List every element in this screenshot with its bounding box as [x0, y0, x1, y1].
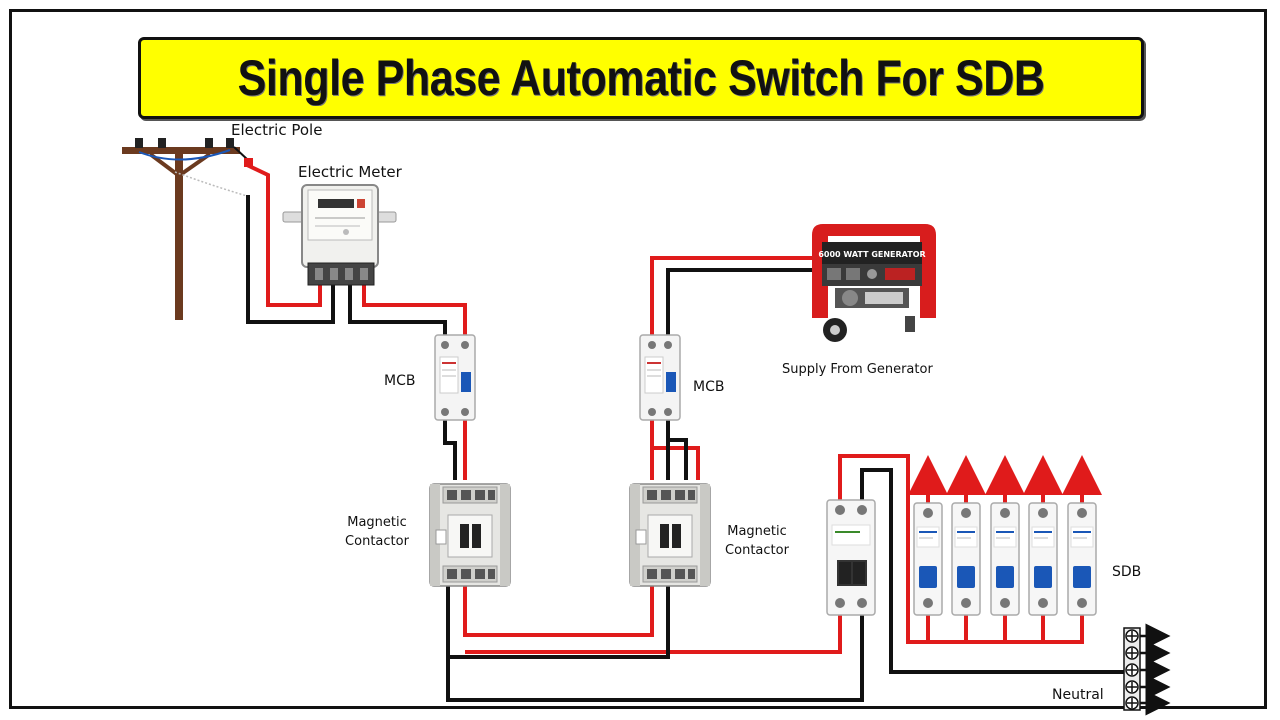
wires [246, 163, 1125, 702]
electric-pole-icon [122, 138, 253, 320]
sdb-mcb-icon [913, 502, 943, 616]
live-wire-contactors-to-dp-mcb [465, 603, 842, 654]
mcb-icon [434, 334, 476, 421]
magnetic-contactor-left-label: Magnetic Contactor [345, 515, 409, 549]
live-wire-pole-to-meter [246, 163, 322, 307]
magnetic-contactor-icon [429, 483, 511, 587]
electric-pole-label: Electric Pole [231, 121, 323, 139]
live-wire-generator-to-mcb [650, 256, 822, 345]
mcb-left-label: MCB [384, 373, 416, 389]
neutral-wire-contactors-join [446, 585, 670, 659]
sdb-output-arrows [908, 455, 1102, 505]
generator-icon: 6000 WATT GENERATOR [812, 224, 936, 342]
sdb-mcb-icon [1028, 502, 1058, 616]
double-pole-mcb-icon [826, 499, 876, 616]
magnetic-contactor-icon [629, 483, 711, 587]
sdb-label: SDB [1112, 564, 1142, 580]
live-wire-mcb-to-contactor-right-b [652, 446, 700, 480]
neutral-link-icon [1123, 623, 1171, 716]
supply-from-generator-label: Supply From Generator [782, 362, 933, 377]
neutral-wire-pole-to-meter [246, 195, 335, 324]
sdb-mcb-icon [990, 502, 1020, 616]
mcb-right-label: MCB [693, 379, 725, 395]
live-wire-meter-to-mcb [362, 282, 467, 345]
neutral-wire-mcb-to-contactor-left [443, 415, 457, 480]
neutral-label: Neutral [1052, 687, 1104, 703]
mcb-icon [639, 334, 681, 421]
live-wire-dp-mcb-to-sdb [838, 454, 1084, 644]
sdb-mcb-icon [951, 502, 981, 616]
neutral-wire-meter-to-mcb [348, 282, 447, 345]
sdb-breakers [913, 502, 1097, 616]
neutral-wire-generator-to-mcb [666, 268, 822, 345]
live-wire-contactor-left-out [463, 585, 654, 637]
electric-meter-icon [282, 184, 397, 286]
neutral-wire-mcb-to-contactor-right-b [668, 438, 688, 480]
neutral-wire-dp-mcb-to-neutral-link [860, 468, 1125, 674]
magnetic-contactor-right-label: Magnetic Contactor [725, 524, 789, 558]
electric-meter-label: Electric Meter [298, 163, 402, 181]
title-banner: Single Phase Automatic Switch For SDB [138, 37, 1144, 119]
outer-frame [9, 9, 1267, 709]
neutral-wire-contactors-to-dp-mcb [446, 603, 864, 702]
page-title: Single Phase Automatic Switch For SDB [237, 50, 1045, 106]
generator-panel-text: 6000 WATT GENERATOR [818, 250, 925, 259]
sdb-mcb-icon [1067, 502, 1097, 616]
